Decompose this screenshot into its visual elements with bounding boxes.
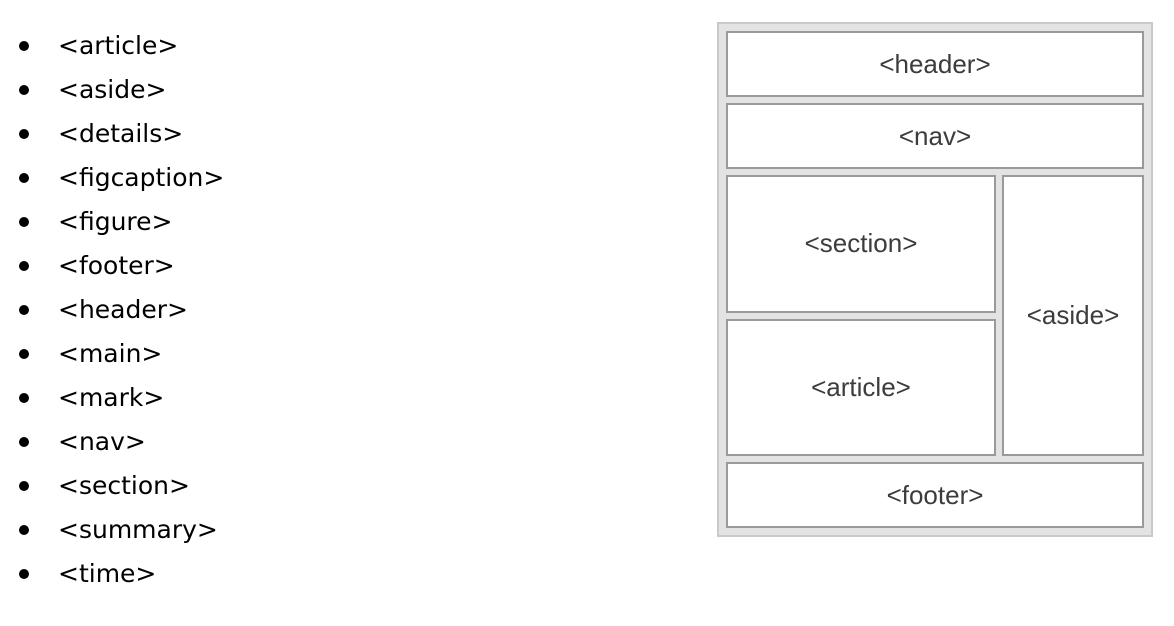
list-item-label: <aside> xyxy=(58,75,167,104)
list-item-label: <nav> xyxy=(58,427,146,456)
list-item: <nav> xyxy=(19,420,679,464)
list-item: <figure> xyxy=(19,200,679,244)
list-item: <footer> xyxy=(19,244,679,288)
diagram-box-section: <section> xyxy=(726,175,996,313)
diagram-box-section-label: <section> xyxy=(804,228,918,259)
list-item-label: <summary> xyxy=(58,515,218,544)
page-layout-diagram: <header> <nav> <section> <article> <asid… xyxy=(717,22,1153,537)
list-item-label: <section> xyxy=(58,471,190,500)
list-item-label: <main> xyxy=(58,339,163,368)
diagram-box-aside-label: <aside> xyxy=(1026,300,1120,330)
list-item: <main> xyxy=(19,332,679,376)
list-item-label: <figure> xyxy=(58,207,173,236)
list-item-label: <footer> xyxy=(58,251,175,280)
diagram-box-footer: <footer> xyxy=(726,462,1144,528)
list-item: <section> xyxy=(19,464,679,508)
diagram-box-article: <article> xyxy=(726,318,996,456)
list-item-label: <figcaption> xyxy=(58,163,225,192)
list-item: <aside> xyxy=(19,68,679,112)
list-item: <figcaption> xyxy=(19,156,679,200)
diagram-box-aside: <aside> xyxy=(1002,175,1144,456)
diagram-box-footer-label: <footer> xyxy=(886,479,984,510)
diagram-main-column: <section> <article> xyxy=(726,175,996,456)
list-item: <header> xyxy=(19,288,679,332)
diagram-box-nav: <nav> xyxy=(726,103,1144,169)
list-item: <time> xyxy=(19,552,679,596)
list-item-label: <mark> xyxy=(58,383,165,412)
semantic-elements-list: <article> <aside> <details> <figcaption>… xyxy=(0,24,679,596)
diagram-box-article-label: <article> xyxy=(811,371,911,402)
diagram-middle-row: <section> <article> <aside> xyxy=(726,175,1144,456)
list-item-label: <details> xyxy=(58,119,184,148)
list-item: <article> xyxy=(19,24,679,68)
list-item: <summary> xyxy=(19,508,679,552)
list-item-label: <time> xyxy=(58,559,157,588)
diagram-box-header: <header> xyxy=(726,31,1144,97)
diagram-box-nav-label: <nav> xyxy=(898,120,972,151)
list-item: <mark> xyxy=(19,376,679,420)
diagram-box-header-label: <header> xyxy=(879,48,991,79)
list-item: <details> xyxy=(19,112,679,156)
list-item-label: <article> xyxy=(58,31,179,60)
list-item-label: <header> xyxy=(58,295,188,324)
